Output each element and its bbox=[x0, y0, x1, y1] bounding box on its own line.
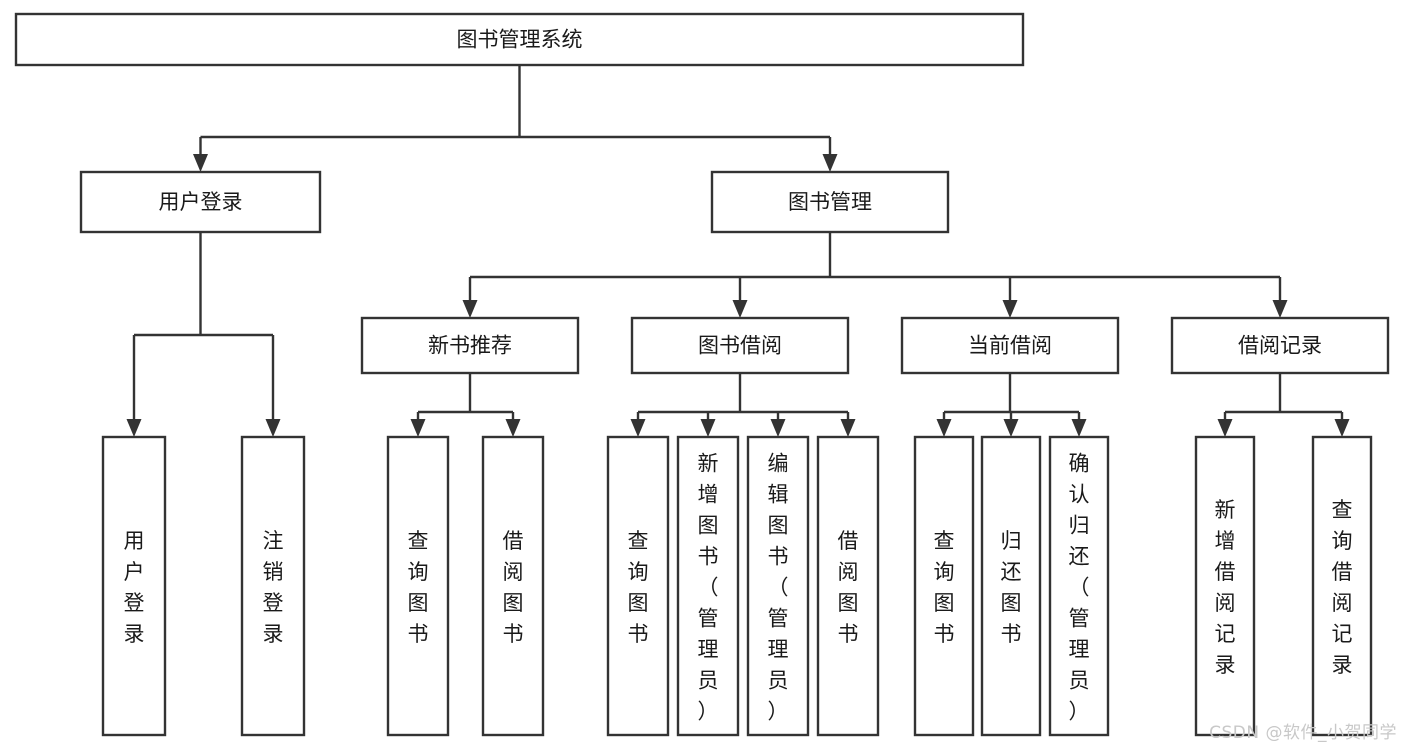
node-label-user-login: 用户登录 bbox=[159, 190, 243, 214]
node-box-book-borrow bbox=[630, 316, 850, 375]
node-box-leaf-logout bbox=[240, 435, 306, 737]
connector-lines bbox=[126, 65, 1350, 437]
arrow-head-icon bbox=[193, 154, 208, 172]
node-label-leaf-borrow-book-recommend: 借阅图书 bbox=[503, 529, 524, 646]
node-box-leaf-borrow-book bbox=[816, 435, 880, 737]
node-leaf-confirm-return[interactable]: 确认归还（管理员） bbox=[1048, 435, 1110, 737]
node-box-leaf-add-book bbox=[676, 435, 740, 737]
node-new-book-recommend[interactable]: 新书推荐 bbox=[360, 316, 580, 375]
node-box-leaf-confirm-return bbox=[1048, 435, 1110, 737]
arrow-head-icon bbox=[936, 419, 952, 437]
node-box-current-borrow bbox=[900, 316, 1120, 375]
node-leaf-add-book[interactable]: 新增图书（管理员） bbox=[676, 435, 740, 737]
node-box-leaf-query-borrow-record bbox=[1311, 435, 1373, 737]
node-leaf-borrow-book[interactable]: 借阅图书 bbox=[816, 435, 880, 737]
node-label-leaf-user-login: 用户登录 bbox=[124, 529, 145, 646]
node-leaf-edit-book[interactable]: 编辑图书（管理员） bbox=[746, 435, 810, 737]
arrow-head-icon bbox=[1217, 419, 1233, 437]
arrow-head-icon bbox=[265, 419, 281, 437]
node-label-leaf-edit-book: 编辑图书（管理员） bbox=[768, 452, 789, 724]
node-label-leaf-return-book: 归还图书 bbox=[1001, 529, 1022, 646]
node-box-leaf-user-login bbox=[101, 435, 167, 737]
node-leaf-query-book-current[interactable]: 查询图书 bbox=[913, 435, 975, 737]
arrow-head-icon bbox=[840, 419, 856, 437]
node-label-root: 图书管理系统 bbox=[457, 28, 583, 52]
arrow-head-icon bbox=[126, 419, 142, 437]
arrow-head-icon bbox=[1002, 300, 1018, 318]
node-book-manage[interactable]: 图书管理 bbox=[710, 170, 950, 234]
arrow-head-icon bbox=[1003, 419, 1019, 437]
node-current-borrow[interactable]: 当前借阅 bbox=[900, 316, 1120, 375]
node-label-leaf-query-book-recommend: 查询图书 bbox=[408, 529, 429, 646]
node-label-book-borrow: 图书借阅 bbox=[698, 334, 782, 358]
node-label-leaf-add-book: 新增图书（管理员） bbox=[698, 452, 719, 724]
arrow-head-icon bbox=[410, 419, 426, 437]
node-borrow-record[interactable]: 借阅记录 bbox=[1170, 316, 1390, 375]
node-label-borrow-record: 借阅记录 bbox=[1238, 334, 1322, 358]
node-label-current-borrow: 当前借阅 bbox=[968, 334, 1052, 358]
arrow-head-icon bbox=[630, 419, 646, 437]
node-box-leaf-add-borrow-record bbox=[1194, 435, 1256, 737]
node-leaf-add-borrow-record[interactable]: 新增借阅记录 bbox=[1194, 435, 1256, 737]
node-box-leaf-query-book-current bbox=[913, 435, 975, 737]
node-leaf-logout[interactable]: 注销登录 bbox=[240, 435, 306, 737]
node-leaf-query-book-recommend[interactable]: 查询图书 bbox=[386, 435, 450, 737]
arrow-head-icon bbox=[732, 300, 748, 318]
arrow-head-icon bbox=[505, 419, 521, 437]
node-box-leaf-edit-book bbox=[746, 435, 810, 737]
node-box-user-login bbox=[79, 170, 322, 234]
node-label-leaf-confirm-return: 确认归还（管理员） bbox=[1069, 452, 1090, 724]
node-book-borrow[interactable]: 图书借阅 bbox=[630, 316, 850, 375]
arrow-head-icon bbox=[462, 300, 478, 318]
arrow-head-icon bbox=[822, 154, 838, 172]
node-leaf-borrow-book-recommend[interactable]: 借阅图书 bbox=[481, 435, 545, 737]
node-label-book-manage: 图书管理 bbox=[788, 190, 872, 214]
node-label-leaf-query-book-current: 查询图书 bbox=[934, 529, 955, 646]
node-label-leaf-borrow-book: 借阅图书 bbox=[838, 529, 859, 646]
node-leaf-query-book-borrow[interactable]: 查询图书 bbox=[606, 435, 670, 737]
node-root[interactable]: 图书管理系统 bbox=[14, 12, 1025, 67]
node-box-leaf-return-book bbox=[980, 435, 1042, 737]
node-label-leaf-add-borrow-record: 新增借阅记录 bbox=[1215, 498, 1236, 677]
node-box-root bbox=[14, 12, 1025, 67]
node-box-leaf-query-book-borrow bbox=[606, 435, 670, 737]
watermark-text: CSDN @软件_小贺同学 bbox=[1209, 723, 1397, 743]
arrow-head-icon bbox=[1334, 419, 1350, 437]
node-box-leaf-query-book-recommend bbox=[386, 435, 450, 737]
node-label-leaf-query-borrow-record: 查询借阅记录 bbox=[1332, 498, 1353, 677]
arrow-head-icon bbox=[700, 419, 716, 437]
node-box-book-manage bbox=[710, 170, 950, 234]
node-label-leaf-logout: 注销登录 bbox=[263, 529, 284, 646]
node-leaf-query-borrow-record[interactable]: 查询借阅记录 bbox=[1311, 435, 1373, 737]
arrow-head-icon bbox=[770, 419, 786, 437]
arrow-head-icon bbox=[1071, 419, 1087, 437]
node-leaf-user-login[interactable]: 用户登录 bbox=[101, 435, 167, 737]
node-leaf-return-book[interactable]: 归还图书 bbox=[980, 435, 1042, 737]
node-box-borrow-record bbox=[1170, 316, 1390, 375]
node-box-leaf-borrow-book-recommend bbox=[481, 435, 545, 737]
node-boxes: 图书管理系统用户登录图书管理新书推荐图书借阅当前借阅借阅记录用户登录注销登录查询… bbox=[14, 12, 1390, 737]
node-label-new-book-recommend: 新书推荐 bbox=[428, 334, 512, 358]
node-label-leaf-query-book-borrow: 查询图书 bbox=[628, 529, 649, 646]
arrow-head-icon bbox=[1272, 300, 1288, 318]
node-box-new-book-recommend bbox=[360, 316, 580, 375]
node-user-login[interactable]: 用户登录 bbox=[79, 170, 322, 234]
